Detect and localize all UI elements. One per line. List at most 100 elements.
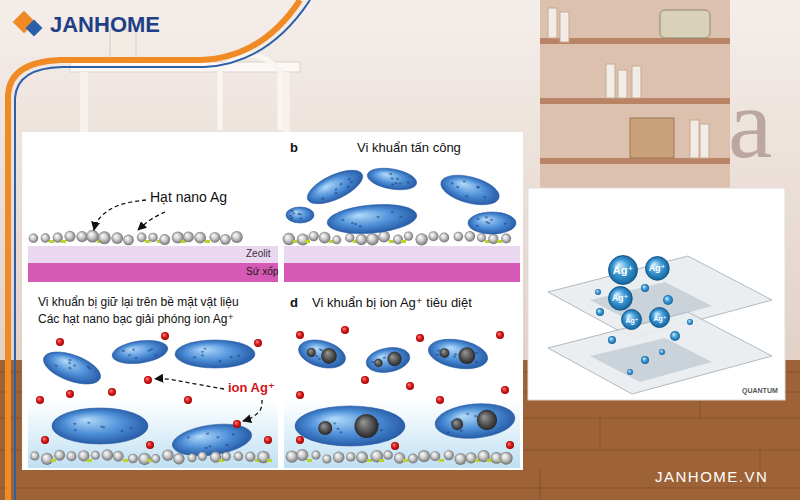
ion-bubble-small	[659, 349, 665, 355]
silver-nanoparticle	[444, 450, 454, 460]
silver-nanoparticle	[286, 450, 298, 462]
bacterium-spot	[394, 182, 398, 185]
bacterium-spot	[476, 225, 479, 227]
silver-nanoparticle	[245, 452, 255, 462]
bacterium-spot	[504, 223, 507, 225]
bacterium-spot	[129, 427, 132, 429]
bacterium	[366, 165, 419, 193]
bacterium-spot	[350, 180, 354, 183]
logo-text: JANHOME	[50, 12, 160, 37]
silver-nanoparticle	[54, 450, 65, 461]
bacterium-spot	[390, 177, 394, 180]
silver-nanoparticle	[430, 451, 440, 461]
bacterium	[295, 406, 405, 446]
bacterium-body	[39, 346, 104, 391]
silver-nanoparticle	[30, 451, 39, 460]
silver-nanoparticle	[428, 231, 438, 241]
floor-plank-line	[0, 488, 800, 489]
zeolite-linker	[307, 459, 312, 462]
zeolite-linker	[403, 459, 408, 462]
bacterium-hole	[306, 347, 317, 358]
bacterium-spot	[150, 348, 153, 351]
silver-nanoparticle	[283, 233, 295, 245]
silver-nanoparticle	[319, 232, 331, 244]
leader-arrow	[155, 379, 224, 389]
bacterium-spot	[68, 359, 72, 362]
silver-nanoparticle	[356, 451, 368, 463]
bacterium-hole	[457, 346, 476, 365]
silver-ion	[341, 326, 349, 334]
silver-nanoparticle	[198, 452, 207, 461]
silver-ion	[264, 436, 272, 444]
bacterium-body	[111, 337, 170, 367]
bacterium-spot	[292, 212, 295, 214]
silver-nanoparticle	[415, 233, 427, 245]
zeolite-layer	[284, 246, 520, 263]
bacterium-spot	[299, 217, 302, 219]
silver-nanoparticle	[346, 452, 355, 461]
silver-ion	[501, 386, 509, 394]
silver-nanoparticle	[465, 452, 476, 463]
silver-nanoparticle	[366, 233, 379, 246]
blue-ribbon	[15, 0, 310, 500]
silver-ion	[108, 388, 116, 396]
bacterium-hole	[386, 351, 403, 368]
silver-nanoparticle	[29, 234, 38, 243]
zeolite-linker	[379, 459, 384, 462]
silver-nanoparticle	[297, 233, 309, 245]
background-letter: a	[728, 66, 772, 181]
bacterium-spot	[391, 183, 395, 186]
panel-heading: Vi khuẩn bị giữ lại trên bề mặt vật liệu	[38, 296, 239, 310]
silver-nanoparticle	[148, 233, 157, 242]
bacterium-spot	[122, 349, 125, 352]
bacterium-spot	[476, 185, 480, 188]
silver-ion	[233, 420, 241, 428]
bacterium-spot	[74, 429, 77, 431]
bacterium-spot	[487, 222, 490, 224]
bacterium-hole	[451, 418, 464, 431]
bacterium-spot	[475, 361, 479, 364]
bacterium-spot	[201, 351, 204, 353]
bacterium-spot	[339, 182, 343, 185]
bubble-circle	[645, 256, 669, 280]
bacterium-spot	[453, 355, 457, 358]
bacterium-spot	[341, 219, 344, 221]
bacterium	[468, 212, 516, 234]
silver-ion	[161, 332, 169, 340]
zeolite-linker	[49, 240, 54, 243]
bacterium-spot	[483, 196, 487, 199]
ion-bubble: Ag⁺	[621, 309, 642, 330]
book	[700, 124, 709, 158]
floor-plank-joint	[540, 470, 541, 500]
bacterium-spot	[462, 180, 466, 183]
bacterium-spot	[336, 428, 339, 430]
bacterium-spot	[334, 192, 338, 195]
silver-nanoparticle	[234, 452, 243, 461]
source-credit: QUANTUM	[742, 387, 778, 395]
bacterium-spot	[406, 181, 410, 184]
bacterium-spot	[86, 365, 90, 368]
silver-nanoparticle	[138, 453, 150, 465]
book	[618, 70, 627, 98]
ion-bubble-small	[687, 319, 693, 325]
bacterium-spot	[475, 352, 479, 355]
silver-nanoparticle	[64, 231, 75, 242]
bacterium-body	[438, 170, 503, 211]
bacterium-body	[426, 335, 490, 373]
bacterium	[438, 170, 503, 211]
bacterium-body	[175, 340, 255, 368]
desk-leg	[80, 72, 88, 132]
ion-label: ion Ag⁺	[228, 381, 275, 396]
silver-ion	[391, 442, 399, 450]
silver-ion	[506, 441, 514, 449]
silver-ion	[184, 396, 192, 404]
panel-heading: Vi khuẩn tấn công	[357, 141, 461, 156]
silver-ion	[146, 441, 154, 449]
bacterium-spot	[391, 211, 394, 213]
bacterium-spot	[87, 422, 90, 424]
silver-nanoparticle	[356, 234, 367, 245]
silver-nanoparticle	[209, 232, 220, 243]
bacterium-spot	[208, 445, 211, 448]
bacterium-spot	[456, 186, 460, 189]
